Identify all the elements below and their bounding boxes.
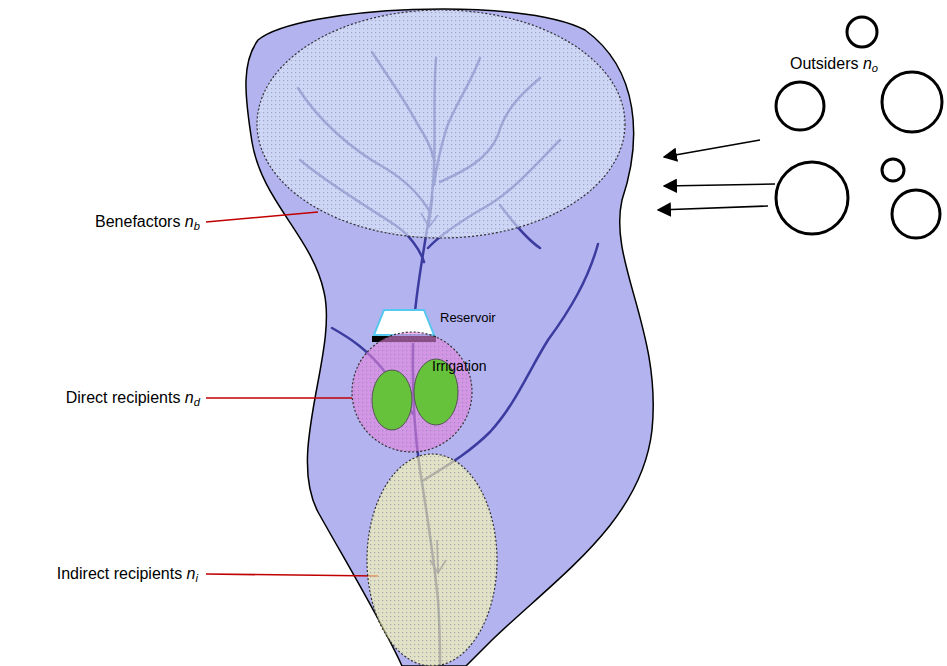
irrigated-field xyxy=(372,370,412,430)
indirect-ellipse xyxy=(367,454,497,666)
watershed-blob xyxy=(246,9,653,666)
irrigation-label: Irrigation xyxy=(432,358,486,375)
indirect-outline xyxy=(367,454,497,666)
inflow-arrow xyxy=(658,140,775,210)
indirect-recipient-region: Indirect recipients ni xyxy=(366,452,498,666)
reservoir-label: Reservoir xyxy=(440,310,496,326)
benefactor-region: Benefactors nb xyxy=(255,8,627,240)
outsider-circle xyxy=(882,72,942,132)
node-shape xyxy=(255,8,627,240)
outsider-circle xyxy=(882,159,904,181)
benefactor-outline xyxy=(257,10,625,238)
node-shape xyxy=(366,452,498,666)
direct-recipient-region: Direct recipients ndIrrigation xyxy=(350,330,474,454)
outsider-circle xyxy=(847,17,877,47)
outsider-circle xyxy=(776,82,824,130)
group-label: Outsiders no xyxy=(790,54,878,73)
region-label: Benefactors nb xyxy=(95,212,200,231)
benefactor-ellipse xyxy=(257,10,625,238)
region-label: Direct recipients nd xyxy=(66,388,200,407)
node-shape xyxy=(350,330,474,454)
direct-outline xyxy=(352,332,472,452)
outsider-circle xyxy=(776,162,848,234)
direct-circle xyxy=(352,332,472,452)
reservoir-dam xyxy=(374,310,434,335)
outsider-group: Outsiders no xyxy=(760,10,947,260)
node-shape xyxy=(760,10,947,260)
outsider-circle xyxy=(892,190,940,238)
region-label: Indirect recipients ni xyxy=(57,564,198,583)
